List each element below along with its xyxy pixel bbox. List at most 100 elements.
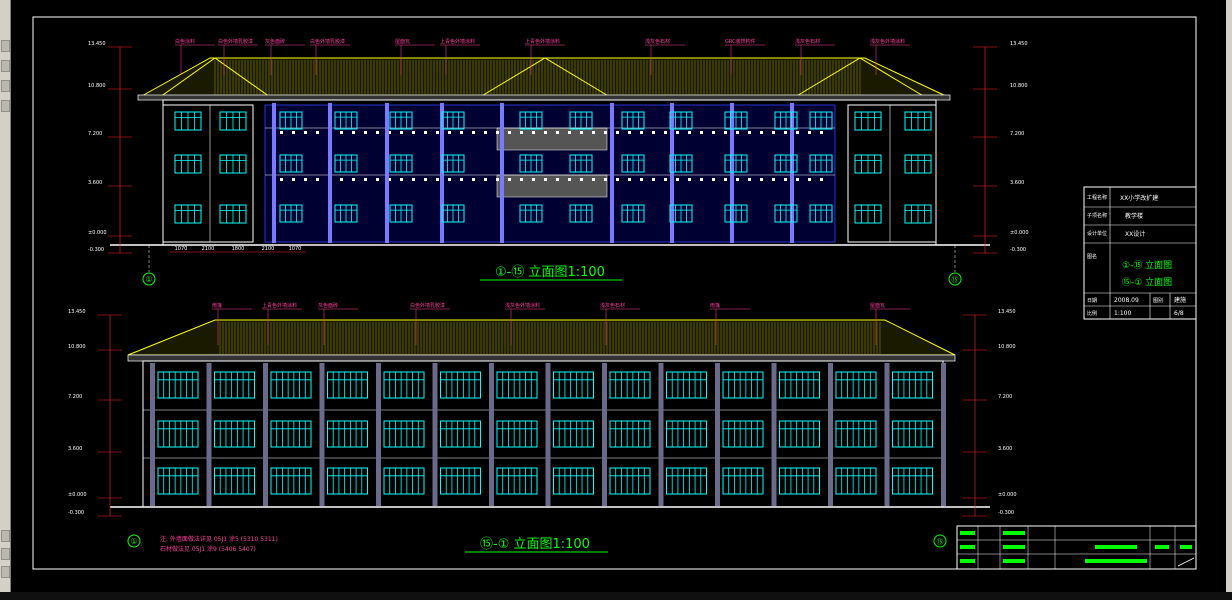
back-column <box>545 363 551 506</box>
front-railing-dot <box>616 131 619 134</box>
level-label: -0.300 <box>998 510 1014 516</box>
front-railing-dot <box>472 131 475 134</box>
toolbar-tool-4[interactable] <box>1 100 10 112</box>
tb-subitem-value: 教学楼 <box>1125 212 1143 220</box>
back-column <box>319 363 325 506</box>
toolbar-tool-5[interactable] <box>1 530 10 542</box>
back-window <box>835 467 877 495</box>
front-railing-dot <box>436 178 439 181</box>
front-railing-dot <box>580 178 583 181</box>
level-label: 10.800 <box>998 344 1016 350</box>
material-callout: 白色外墙乳胶漆 <box>310 38 345 45</box>
front-railing-dot <box>556 131 559 134</box>
drawing-sheet: ① ⑮ ①-⑮ 立面图1:100 13.45010.8007.2003.600±… <box>32 16 1197 570</box>
front-dimension-label: 1070 <box>289 246 302 252</box>
tb-sheet-value: 6/8 <box>1174 310 1184 317</box>
back-column <box>771 363 777 506</box>
front-elevation-title: ①-⑮ 立面图1:100 <box>495 265 605 280</box>
front-column <box>790 103 794 243</box>
material-callout: 白色外墙乳胶漆 <box>218 38 253 45</box>
material-callout: 白色外墙乳胶漆 <box>410 302 445 309</box>
back-elevation: ① ⑮ ⑮-① 立面图1:100 注: 外墙面做法详见 05J1 涂5 (531… <box>68 302 1017 553</box>
level-label: 13.450 <box>998 309 1016 315</box>
tb-scale-label: 图别 <box>1153 297 1163 304</box>
back-window <box>327 371 368 399</box>
front-eave <box>137 94 951 101</box>
level-label: 13.450 <box>1010 41 1028 47</box>
back-window <box>270 467 312 495</box>
front-railing-dot <box>772 178 775 181</box>
back-window <box>609 371 651 399</box>
front-railing-dot <box>520 131 523 134</box>
front-railing-dot <box>340 131 343 134</box>
back-window <box>553 467 594 495</box>
front-railing-dot <box>508 178 511 181</box>
front-railing-dot <box>556 178 559 181</box>
front-roof-gable-right <box>794 57 926 98</box>
front-railing-dot <box>676 131 679 134</box>
front-railing-dot <box>796 178 799 181</box>
title-block: 工程名称 XX小学改扩建 子项名称 教学楼 设计单位 XX设计 图名 ①-⑮ 立… <box>1083 186 1197 320</box>
tb-project-value: XX小学改扩建 <box>1120 194 1158 202</box>
front-railing-dot <box>400 131 403 134</box>
level-label: ±0.000 <box>68 492 87 498</box>
back-window <box>270 420 312 448</box>
level-label: ±0.000 <box>998 492 1017 498</box>
back-window <box>666 371 707 399</box>
toolbar-tool-7[interactable] <box>1 566 10 578</box>
front-railing-dot <box>640 131 643 134</box>
level-label: 10.800 <box>68 344 86 350</box>
tb-drawing-label: 图名 <box>1087 253 1097 260</box>
back-window <box>666 467 707 495</box>
toolbar-tool-3[interactable] <box>1 80 10 92</box>
front-railing-dot <box>604 178 607 181</box>
back-window <box>496 371 538 399</box>
front-column <box>730 103 734 243</box>
front-railing-dot <box>652 178 655 181</box>
front-railing-dot <box>412 178 415 181</box>
front-railing-dot <box>448 178 451 181</box>
front-railing-dot <box>628 131 631 134</box>
front-railing-dot <box>460 178 463 181</box>
toolbar-tool-6[interactable] <box>1 548 10 560</box>
material-callout: 浅灰色外墙涂料 <box>505 302 540 309</box>
back-window <box>609 420 651 448</box>
back-window <box>496 467 538 495</box>
front-railing-dot <box>640 178 643 181</box>
front-railing-dot <box>736 131 739 134</box>
front-axis-left-label: ① <box>145 275 152 284</box>
level-label: 7.200 <box>998 394 1012 400</box>
front-railing-dot <box>664 178 667 181</box>
back-axis-left-marker <box>127 534 141 548</box>
back-roof <box>127 319 956 356</box>
front-railing-dot <box>724 131 727 134</box>
back-window <box>722 420 764 448</box>
toolbar-tool-2[interactable] <box>1 60 10 72</box>
front-railing-dot <box>448 131 451 134</box>
tb-subitem-label: 子项名称 <box>1087 212 1107 219</box>
front-railing-dot <box>544 178 547 181</box>
front-railing-dot <box>760 178 763 181</box>
back-window <box>779 371 820 399</box>
tb-drawing-name-2: ⑮-① 立面图 <box>1122 276 1172 288</box>
front-left-block <box>162 104 254 243</box>
front-railing-dot <box>496 131 499 134</box>
front-railing-dot <box>304 131 307 134</box>
material-callout: 浅灰色石材 <box>645 38 670 45</box>
level-label: 13.450 <box>68 309 86 315</box>
front-railing-dot <box>280 131 283 134</box>
level-label: -0.300 <box>68 510 84 516</box>
tb-number-value: 1:100 <box>1114 310 1131 317</box>
front-railing-dot <box>796 131 799 134</box>
toolbar-tool-1[interactable] <box>1 40 10 52</box>
front-railing-dot <box>700 131 703 134</box>
horizontal-scrollbar[interactable] <box>0 592 1232 600</box>
back-elevation-title: ⑮-① 立面图1:100 <box>480 537 590 552</box>
material-callout: 雨篷 <box>212 302 222 309</box>
back-window <box>270 371 312 399</box>
front-dimension-label: 1070 <box>175 246 188 252</box>
front-railing-dot <box>388 178 391 181</box>
vertical-scrollbar[interactable] <box>1226 0 1232 600</box>
front-column <box>328 103 332 243</box>
